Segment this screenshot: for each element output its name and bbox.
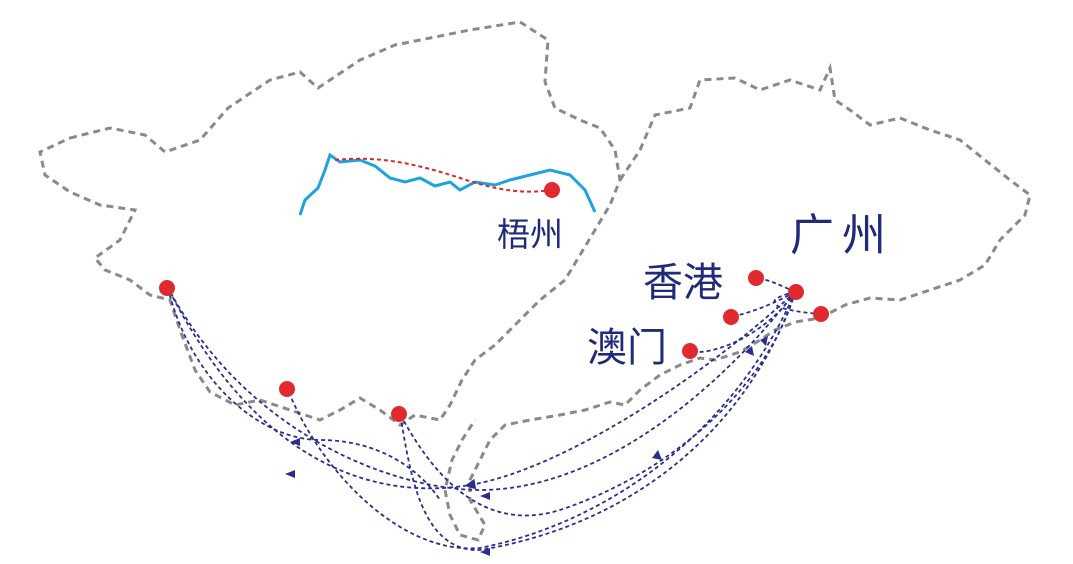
dot-aomen xyxy=(682,343,698,359)
route-arrows xyxy=(285,336,768,556)
label-wuzhou: 梧州 xyxy=(497,215,563,254)
route-red xyxy=(334,157,551,193)
dot-wuzhou xyxy=(544,182,560,198)
label-xianggang: 香港 xyxy=(643,260,723,306)
label-aomen: 澳门 xyxy=(587,325,667,371)
dot-xianggang xyxy=(748,270,764,286)
routes-blue xyxy=(167,277,821,551)
dot-west-3 xyxy=(391,406,407,422)
dot-east xyxy=(813,306,829,322)
dot-west-1 xyxy=(159,280,175,296)
label-guangzhou: 广州 xyxy=(790,210,894,261)
dot-shenzhen xyxy=(723,309,739,325)
dot-guangzhou xyxy=(788,284,804,300)
region-border-east xyxy=(443,62,1032,542)
river xyxy=(298,152,597,216)
region-border xyxy=(38,20,622,427)
city-dots xyxy=(159,182,829,422)
dot-west-2 xyxy=(279,381,295,397)
